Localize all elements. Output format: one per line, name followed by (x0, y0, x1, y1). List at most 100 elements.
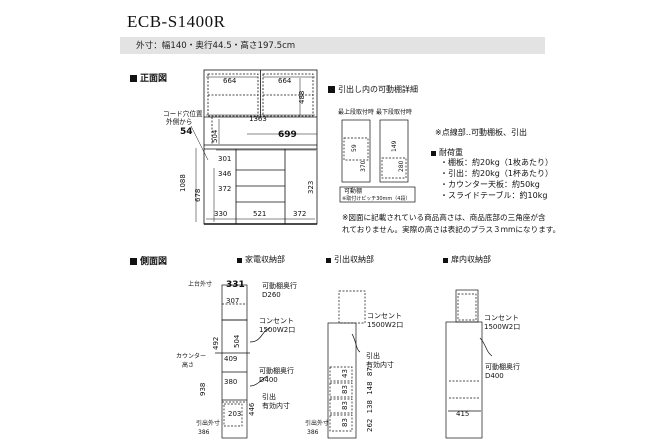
h492: 492 (212, 337, 220, 350)
pull-label-2: 引出 (366, 351, 380, 360)
dim-372: 372 (218, 185, 231, 193)
square-bullet-icon (326, 258, 331, 263)
w203: 203 (228, 410, 241, 418)
square-bullet-icon (443, 258, 448, 263)
min-val-149: 149 (391, 140, 398, 152)
pull-out-386: 386 (198, 429, 210, 436)
counter-height-2: 高さ (182, 361, 194, 369)
square-bullet-icon (328, 86, 335, 93)
dim-664-right: 664 (278, 77, 292, 85)
front-view-title: 正面図 (130, 71, 167, 84)
max-label: 最上段取付時 (338, 108, 374, 116)
drawer-heights: 262 138 148 87 (366, 367, 374, 432)
d260: D260 (262, 291, 281, 299)
top-depth-331: 331 (226, 280, 245, 290)
load-title: 耐荷重 (431, 147, 463, 158)
drawer-val-83c: 83 (341, 418, 349, 427)
d400: D400 (259, 376, 278, 384)
drawer-detail-text: 最上段取付時 最下段取付時 370 59 280 149 可動棚 ※取付けピッチ… (338, 108, 412, 202)
square-bullet-icon (130, 75, 137, 82)
load-item: ・引出：約20kg（1杯あたり） (440, 169, 553, 178)
pull-out-label-2: 引出外寸 (305, 419, 329, 427)
movable-shelf-label-3: 可動棚奥行 (485, 362, 520, 371)
min-label: 最下段取付時 (376, 108, 412, 116)
drawer-val-83b: 83 (341, 401, 349, 410)
h409: 409 (224, 355, 237, 363)
min-val-280: 280 (398, 160, 405, 172)
model-number: ECB-S1400R (127, 12, 226, 31)
dim-699: 699 (278, 130, 297, 140)
drawer-height: 87 (366, 367, 374, 376)
dim-346: 346 (218, 170, 232, 178)
effective-inner: 有効内寸 (262, 401, 290, 410)
side-appliance-drawing (215, 284, 271, 439)
square-bullet-icon (237, 258, 242, 263)
outlet-label-2: コンセント (367, 312, 402, 320)
load-item: ・スライドテーブル：約10kg (440, 191, 548, 200)
w380: 380 (224, 378, 237, 386)
dim-521: 521 (253, 210, 266, 218)
front-cabinet-drawing (203, 69, 318, 225)
h504: 504 (233, 334, 241, 348)
drawer-val-83a: 83 (341, 385, 349, 394)
dim-323: 323 (307, 181, 315, 194)
max-val-370: 370 (360, 160, 367, 172)
outlet-spec-3: 1500W2口 (484, 323, 520, 331)
cord-note-2: 外側から (166, 117, 192, 126)
cord-note-1: コード穴位置 (163, 109, 203, 118)
pull-out-label: 引出外寸 (196, 419, 220, 427)
disclaimer: ※図面に記載されている商品高さは、商品底部の三角座が含 れておりません。実際の高… (342, 212, 560, 236)
max-val-59: 59 (351, 144, 358, 152)
side-appliance-text: 上台外寸 331 307 可動棚奥行 D260 コンセント 1500W2口 49… (176, 280, 297, 436)
drawer-height: 148 (366, 381, 374, 394)
pull-label: 引出 (262, 392, 276, 401)
dimensions-bar (120, 37, 545, 54)
outlet-label: コンセント (259, 317, 294, 325)
dim-678: 678 (194, 189, 202, 202)
outlet-spec-2: 1500W2口 (367, 321, 403, 329)
drawer-detail-drawing (339, 119, 416, 203)
side-cabinet-text: コンセント 1500W2口 可動棚奥行 D400 415 (456, 314, 520, 418)
pull-out-386-2: 386 (307, 429, 319, 436)
appliance-label: 家電収納部 (237, 254, 285, 265)
dimensions-text: 外寸：幅140・奥行44.5・高さ197.5cm (136, 41, 296, 51)
dim-1363: 1363 (249, 115, 267, 123)
w415: 415 (456, 410, 469, 418)
movable-shelf-label: 可動棚奥行 (262, 281, 297, 290)
dim-664-left: 664 (223, 77, 237, 85)
drawer-height: 262 (366, 419, 374, 432)
front-dimension-text: 664 664 488 1363 699 504 301 346 372 108… (163, 77, 315, 218)
disclaimer-line: ※図面に記載されている商品高さは、商品底部の三角座が含 (342, 213, 546, 222)
dim-1088: 1088 (179, 174, 187, 192)
side-view-title: 側面図 (130, 254, 167, 267)
drawer-val-43: 43 (341, 369, 349, 378)
dim-488: 488 (298, 91, 306, 104)
drawer-height: 138 (366, 400, 374, 413)
side-cabinet-drawing (445, 289, 493, 439)
effective-inner-2: 有効内寸 (366, 360, 394, 369)
front-dimension-lines (190, 76, 317, 222)
h938: 938 (199, 383, 207, 396)
drawer-storage-label: 引出収納部 (326, 254, 374, 265)
top-depth-label: 上台外寸 (188, 280, 212, 288)
depth-307: 307 (226, 297, 239, 305)
load-item: ・棚板：約20kg（1枚あたり） (440, 158, 553, 167)
square-bullet-icon (130, 258, 137, 265)
load-item: ・カウンター天板：約50kg (440, 180, 540, 189)
side-drawer-drawing (327, 290, 366, 439)
dim-330: 330 (214, 210, 227, 218)
square-bullet-icon (431, 151, 436, 156)
counter-height-1: カウンター (176, 352, 206, 360)
outlet-spec: 1500W2口 (259, 326, 295, 334)
dim-301: 301 (218, 155, 231, 163)
cabinet-storage-label: 扉内収納部 (443, 254, 491, 265)
drawer-detail-title: 引出し内の可動棚詳細 (328, 84, 418, 95)
side-drawer-text: コンセント 1500W2口 引出 有効内寸 43 83 83 83 262 13… (305, 312, 403, 436)
movable-shelf-label-2: 可動棚奥行 (259, 366, 294, 375)
dim-504: 504 (211, 129, 219, 143)
d400-2: D400 (485, 372, 504, 380)
cord-value: 54 (180, 127, 193, 137)
disclaimer-line: れておりません。実際の高さは表記のプラス３mmになります。 (342, 225, 561, 234)
shelf-label: 可動棚 (344, 187, 362, 195)
shelf-pitch: ※取付けピッチ30mm（4段） (342, 195, 410, 202)
